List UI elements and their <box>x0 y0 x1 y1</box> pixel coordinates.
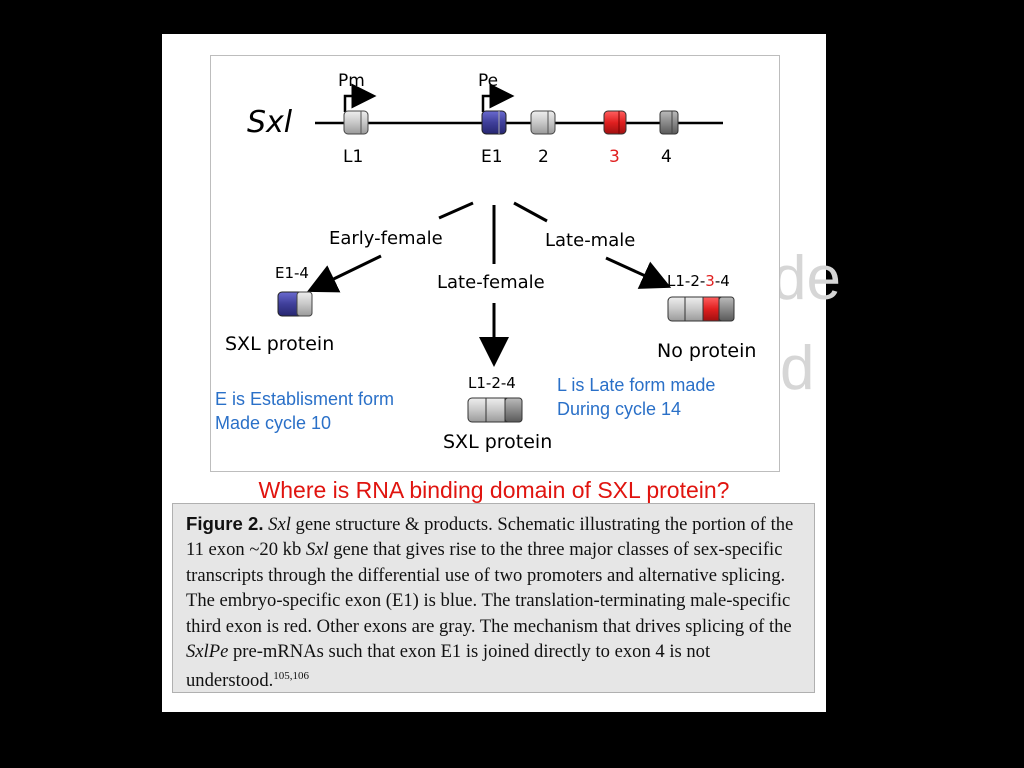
caption-refs: 105,106 <box>273 670 310 683</box>
sxl-diagram: Sxl Pm Pe <box>225 71 756 453</box>
branch-label-late-male: Late-male <box>545 230 635 251</box>
exon-label: 4 <box>661 147 672 167</box>
arrow-late-male <box>605 256 672 289</box>
figure-panel: Sxl Pm Pe <box>210 55 780 472</box>
exon-3 <box>603 110 627 135</box>
caption-gene: SxlPe <box>186 641 229 663</box>
product-late-male: No protein <box>657 340 756 362</box>
caption-text: gene that gives rise to the three major … <box>186 539 792 637</box>
transcript-e1-4 <box>277 291 313 317</box>
arrow-early <box>306 254 382 293</box>
promoter-pe: Pe <box>478 71 515 112</box>
background-ghost-text: d <box>780 334 815 403</box>
branch-stub <box>438 201 474 220</box>
svg-text:Pm: Pm <box>338 71 365 91</box>
exon-4 <box>659 110 679 135</box>
note-e-line1: E is Establisment form <box>215 389 395 409</box>
branch-label-early-female: Early-female <box>329 228 443 249</box>
exon-label: E1 <box>481 147 503 167</box>
caption-gene: Sxl <box>268 514 291 535</box>
svg-text:Pe: Pe <box>478 71 498 91</box>
note-l-form: L is Late form made During cycle 14 <box>557 373 715 421</box>
exon-2 <box>530 110 556 135</box>
promoter-pm: Pm <box>338 71 377 112</box>
transcript-label-e1-4: E1-4 <box>275 264 309 282</box>
exon-e1 <box>481 110 507 135</box>
gene-name: Sxl <box>247 105 293 140</box>
note-l-line1: L is Late form made <box>557 375 716 395</box>
caption-text: gene structure & products. Schematic ill… <box>186 514 794 561</box>
exon-label: 2 <box>538 147 549 167</box>
caption-text: pre-mRNAs such that exon E1 is joined di… <box>186 641 711 692</box>
transcript-l1-2-3-4 <box>667 296 735 322</box>
branch-stub <box>513 201 548 223</box>
exon-label: L1 <box>343 147 363 167</box>
branch-label-late-female: Late-female <box>437 272 545 293</box>
note-l-line2: During cycle 14 <box>557 399 682 419</box>
note-e-line2: Made cycle 10 <box>215 413 332 433</box>
background-ghost-text: de <box>772 244 841 313</box>
exon-l1 <box>343 110 369 135</box>
note-e-form: E is Establisment form Made cycle 10 <box>215 387 394 435</box>
question-text: Where is RNA binding domain of SXL prote… <box>258 477 730 503</box>
product-late-female: SXL protein <box>443 431 552 453</box>
transcript-label-l1-2-3-4: L1-2-3-4 <box>667 272 730 290</box>
product-early: SXL protein <box>225 333 334 355</box>
caption-gene: Sxl <box>305 539 329 561</box>
exon-label: 3 <box>609 147 620 167</box>
caption-figure-label: Figure 2. <box>186 513 264 534</box>
figure-caption: Figure 2. Sxl gene structure & products.… <box>172 503 815 693</box>
transcript-l1-2-4 <box>467 397 523 423</box>
transcript-label-l1-2-4: L1-2-4 <box>468 374 516 392</box>
